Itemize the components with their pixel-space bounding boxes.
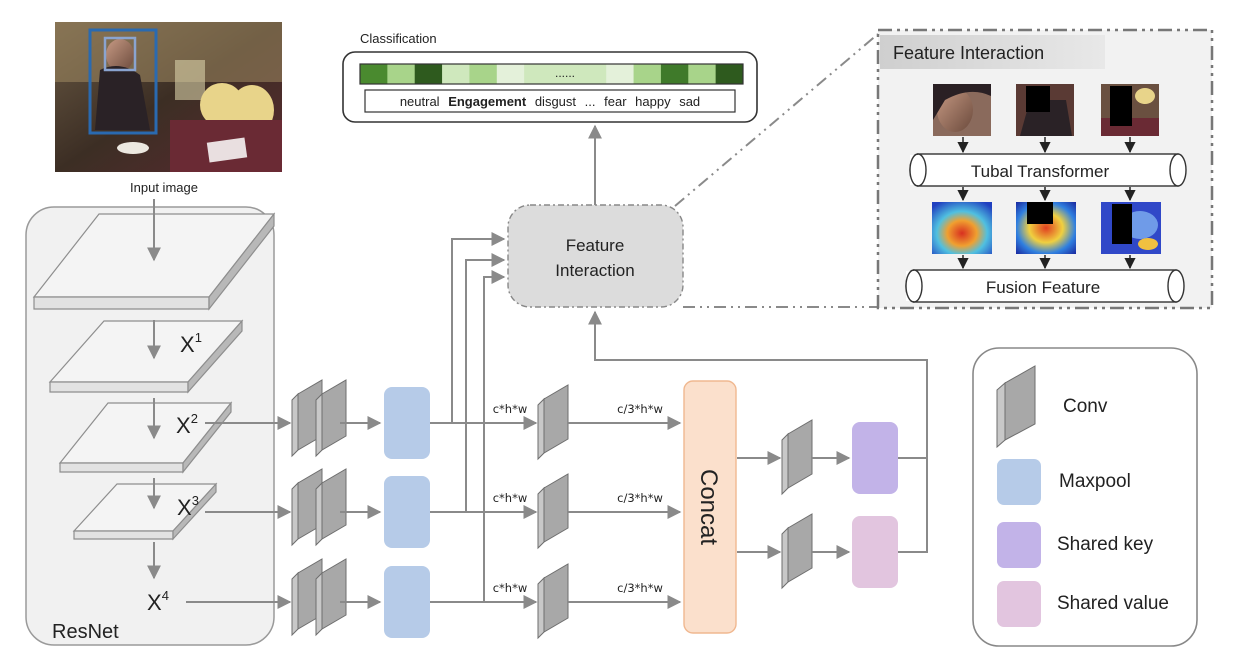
resnet-stage-2 — [58, 401, 233, 474]
branch-in-dim: c*h*w — [493, 402, 528, 416]
branch-out-dim: c/3*h*w — [617, 581, 663, 595]
class-fear: fear — [604, 94, 627, 109]
class-bar-segment — [688, 64, 717, 84]
conv-block — [537, 384, 569, 461]
class-bar-segment — [360, 64, 388, 84]
maxpool-block — [384, 566, 430, 638]
conv-block — [315, 468, 347, 547]
conv-block — [781, 419, 813, 496]
class-happy: happy — [635, 94, 671, 109]
resnet-label: ResNet — [52, 621, 119, 643]
class-bar-segment — [633, 64, 662, 84]
class-bar-segment — [496, 64, 525, 84]
tubal-transformer — [909, 153, 1187, 187]
fusion-feature — [905, 269, 1185, 303]
face-crop — [933, 84, 991, 136]
resnet-x3-label: X3 — [177, 493, 199, 520]
class-neutral: neutral — [400, 94, 440, 109]
legend-shared-value-swatch — [997, 581, 1041, 627]
class-bar-segment — [469, 64, 498, 84]
class-bar-segment — [606, 64, 635, 84]
resnet-x1-label: X1 — [180, 330, 202, 357]
maxpool-block — [384, 387, 430, 459]
body-heatmap — [1016, 202, 1076, 254]
body-crop — [1016, 84, 1074, 136]
resnet-x4-label: X4 — [147, 588, 169, 615]
class-bar-segment — [715, 64, 744, 84]
feature-interaction-line1: Feature — [566, 236, 625, 255]
tubal-transformer-label: Tubal Transformer — [971, 162, 1110, 181]
scene-crop — [1101, 84, 1159, 136]
conv-block — [537, 563, 569, 640]
legend-shared-key-swatch — [997, 522, 1041, 568]
branch-out-dim: c/3*h*w — [617, 402, 663, 416]
face-heatmap — [932, 202, 992, 254]
legend-shared-key-label: Shared key — [1057, 534, 1154, 555]
post-concat-key — [737, 419, 898, 496]
feature-interaction-line2: Interaction — [555, 261, 634, 280]
conv-block — [537, 473, 569, 550]
legend-maxpool-swatch — [997, 459, 1041, 505]
branch-in-dim: c*h*w — [493, 581, 528, 595]
feature-interaction-panel-title: Feature Interaction — [893, 43, 1044, 63]
legend-maxpool-label: Maxpool — [1059, 471, 1131, 492]
class-disgust: disgust — [535, 94, 577, 109]
scene-heatmap — [1101, 202, 1161, 254]
classification-title: Classification — [360, 31, 437, 46]
classification-labels: neutral Engagement disgust ... fear happ… — [400, 94, 700, 109]
input-image — [55, 22, 282, 172]
concat-block — [683, 380, 737, 634]
class-bar-segment — [414, 64, 443, 84]
classification-bar — [359, 63, 744, 85]
class-ellipsis: ... — [585, 94, 596, 109]
classification-ellipsis: ...... — [555, 66, 575, 80]
classification-labels-box — [364, 89, 736, 113]
class-bar-segment — [387, 64, 416, 84]
maxpool-block — [384, 476, 430, 548]
resnet-stage-1 — [48, 319, 244, 394]
shared-value-block — [852, 516, 898, 588]
body-bounding-box — [88, 28, 158, 135]
branch-1: c*h*w c/3*h*w — [291, 379, 682, 461]
legend-shared-value-label: Shared value — [1057, 593, 1169, 614]
legend-conv-label: Conv — [1063, 396, 1108, 417]
class-bar-segment — [524, 64, 552, 84]
class-bar-border — [359, 63, 744, 85]
post-concat-value — [737, 513, 898, 590]
face-bounding-box — [103, 36, 137, 72]
conv-block — [315, 379, 347, 458]
class-bar-segment — [551, 64, 580, 84]
feature-interaction-panel-titlebar — [880, 35, 1105, 69]
conv-block — [781, 513, 813, 590]
branch-2: c*h*w c/3*h*w — [291, 468, 682, 550]
branch-in-dim: c*h*w — [493, 491, 528, 505]
class-bar-segment — [578, 64, 607, 84]
class-sad: sad — [679, 94, 700, 109]
class-bar-segment — [442, 64, 470, 84]
branch-3: c*h*w c/3*h*w — [291, 558, 682, 640]
concat-label: Concat — [695, 469, 722, 545]
resnet-stage-3 — [72, 482, 218, 541]
input-image-caption: Input image — [130, 180, 198, 195]
legend-conv-icon — [996, 365, 1036, 449]
conv-block — [315, 558, 347, 637]
feature-interaction-node — [507, 204, 684, 308]
resnet-x2-label: X2 — [176, 411, 198, 438]
class-bar-segment — [660, 64, 689, 84]
fusion-feature-label: Fusion Feature — [986, 278, 1100, 297]
class-engagement: Engagement — [448, 94, 527, 109]
branch-out-dim: c/3*h*w — [617, 491, 663, 505]
shared-key-block — [852, 422, 898, 494]
